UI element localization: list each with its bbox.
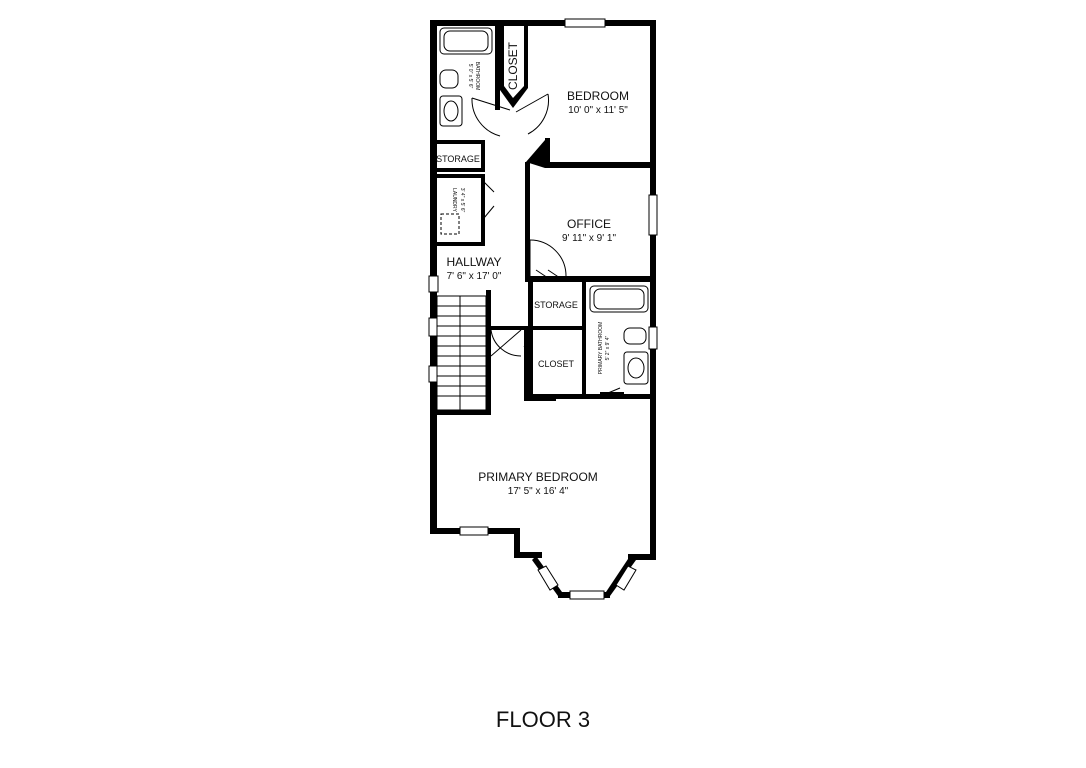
closet-top-name: CLOSET	[506, 41, 520, 90]
bedroom-name: BEDROOM	[567, 89, 629, 103]
washer	[440, 213, 460, 235]
room-labels: BEDROOM 10' 0" x 11' 5" CLOSET BATHROOM …	[436, 41, 629, 732]
toilet	[439, 69, 459, 89]
fixtures	[439, 27, 649, 385]
hallway-dims: 7' 6" x 17' 0"	[447, 271, 502, 282]
bathroom-name: BATHROOM	[474, 62, 480, 91]
closet-mid-name: CLOSET	[538, 359, 575, 369]
storage-top-name: STORAGE	[436, 154, 480, 164]
office-dims: 9' 11" x 9' 1"	[562, 233, 617, 244]
interior-walls	[437, 20, 656, 415]
doors	[471, 93, 621, 399]
staircase	[436, 295, 487, 411]
windows	[428, 18, 658, 600]
toilet-primary	[623, 327, 647, 345]
bathroom-dims: 5' 0" x 5' 6"	[467, 64, 473, 89]
bedroom-dims: 10' 0" x 11' 5"	[568, 105, 628, 116]
floor-label: FLOOR 3	[496, 707, 590, 732]
laundry-dims: 3' 4" x 5' 6"	[459, 188, 465, 213]
hallway-name: HALLWAY	[446, 255, 501, 269]
primary-bathroom-dims: 5' 2" x 9' 4"	[605, 335, 611, 360]
primary-bedroom-name: PRIMARY BEDROOM	[478, 470, 598, 484]
primary-bathroom-name: PRIMARY BATHROOM	[598, 322, 604, 375]
office-name: OFFICE	[567, 217, 611, 231]
laundry-name: LAUNDRY	[451, 188, 457, 212]
primary-bedroom-dims: 17' 5" x 16' 4"	[508, 486, 569, 497]
storage-mid-name: STORAGE	[534, 300, 578, 310]
